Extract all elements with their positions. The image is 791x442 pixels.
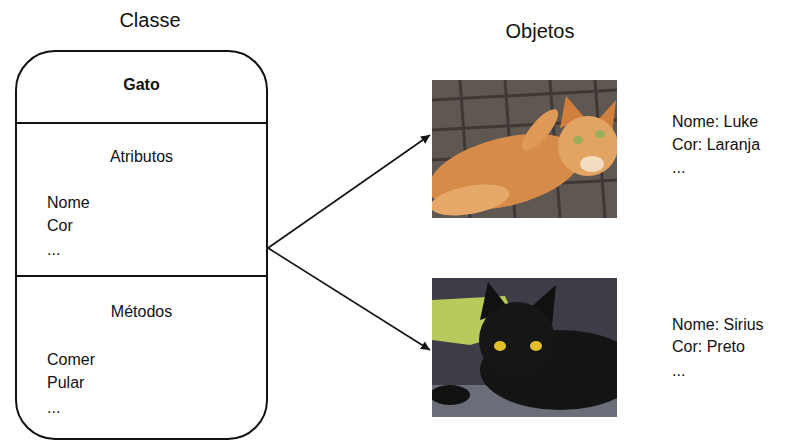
cat-belly	[432, 179, 512, 218]
section-heading: Métodos	[17, 301, 266, 323]
orange-cat-photo	[432, 80, 617, 218]
member-text: ...	[47, 397, 60, 419]
instance-arrow	[268, 248, 430, 350]
member-text: Cor: Laranja	[672, 134, 760, 156]
class-box: GatoAtributosNomeCor...MétodosComerPular…	[15, 50, 268, 440]
member-text: Nome: Luke	[672, 111, 758, 133]
section-heading: Gato	[17, 74, 266, 96]
member-text: ...	[672, 360, 685, 382]
cat-eye	[530, 341, 542, 351]
cat-head	[558, 116, 617, 176]
cat-eye	[595, 130, 605, 138]
cat-eye	[494, 341, 506, 351]
object-instance: Nome: LukeCor: Laranja...	[432, 80, 787, 218]
member-text: Nome: Sirius	[672, 314, 764, 336]
column-heading: Classe	[119, 8, 180, 32]
member-text: Cor	[47, 215, 73, 237]
methods-band: MétodosComerPular...	[17, 275, 266, 438]
cat-head	[479, 302, 555, 378]
cat-paw	[516, 104, 563, 155]
cat-chin	[580, 156, 604, 172]
member-text: ...	[672, 157, 685, 179]
section-heading: Atributos	[17, 146, 266, 168]
cat-eye	[573, 136, 583, 144]
attributes-band: AtributosNomeCor...	[17, 122, 266, 275]
member-text: Cor: Preto	[672, 336, 745, 358]
member-text: Nome	[47, 192, 90, 214]
cat-paw	[432, 385, 470, 405]
instance-arrow	[268, 135, 430, 248]
black-cat-photo	[432, 278, 617, 417]
member-text: Pular	[47, 372, 84, 394]
object-instance: Nome: SiriusCor: Preto...	[432, 278, 787, 417]
member-text: Comer	[47, 349, 95, 371]
member-text: ...	[47, 239, 60, 261]
column-heading: Objetos	[506, 19, 575, 43]
